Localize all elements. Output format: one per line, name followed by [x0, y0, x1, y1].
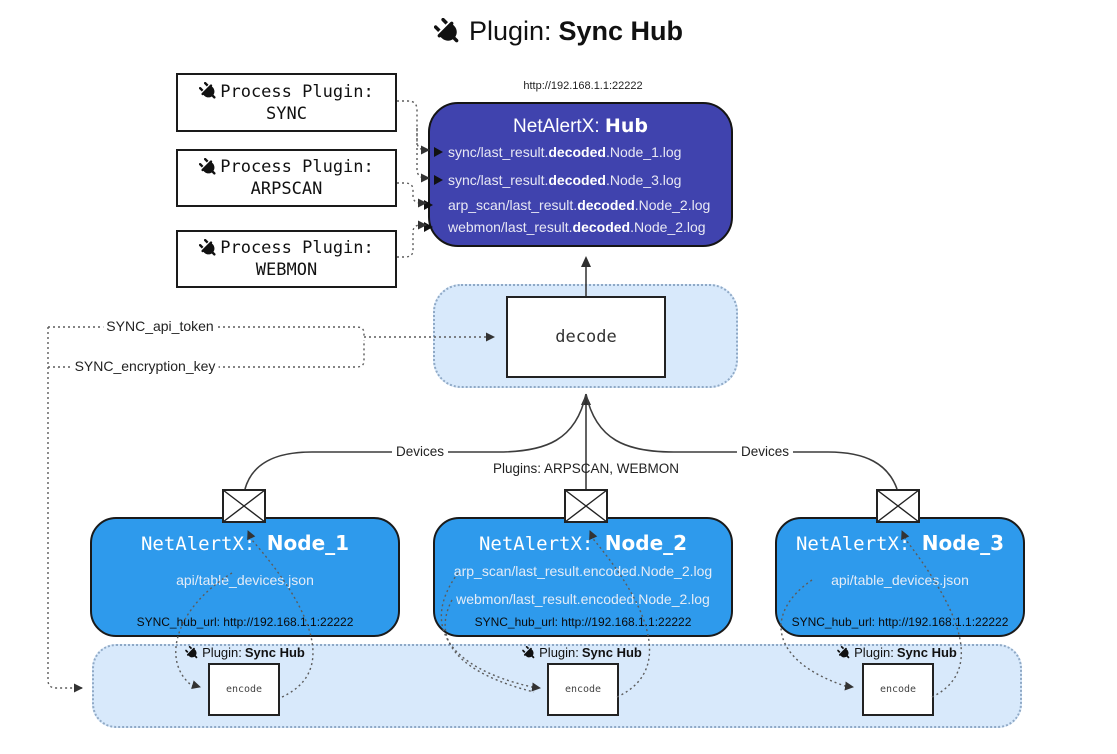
decode-label: decode [555, 327, 617, 347]
mini-plugin-label: Plugin: Sync Hub [522, 645, 642, 660]
encode-label: encode [225, 684, 263, 695]
hub-log-line: sync/last_result.decoded.Node_3.log [430, 170, 681, 190]
node-title: NetAlertX: Node_2 [478, 531, 688, 555]
node-3: NetAlertX: Node_3 api/table_devices.json… [775, 517, 1025, 637]
plug-icon [837, 645, 850, 658]
hub-log-line: webmon/last_result.decoded.Node_2.log [424, 217, 706, 237]
hub-url: http://192.168.1.1:22222 [523, 80, 643, 92]
plug-icon [199, 157, 216, 175]
hub-title-prefix: NetAlertX: [513, 116, 605, 137]
page-title-bold: Sync Hub [558, 16, 684, 46]
node-file: arp_scan/last_result.encoded.Node_2.log [453, 563, 713, 579]
edge-label-devices-right: Devices [736, 444, 794, 459]
arrow-right-icon [434, 175, 443, 185]
node-hub-url: SYNC_hub_url: http://192.168.1.1:22222 [791, 615, 1009, 629]
decode-box: decode [506, 296, 666, 378]
plug-icon [433, 17, 459, 42]
node-2: NetAlertX: Node_2 arp_scan/last_result.e… [433, 517, 733, 637]
encode-box: encode [208, 663, 280, 716]
page-title-text: Plugin: [468, 16, 552, 46]
node-file: api/table_devices.json [831, 572, 969, 588]
arrow-right-icon [434, 147, 443, 157]
process-plugin-arpscan: Process Plugin: ARPSCAN [176, 149, 397, 207]
arrow-right-icon [424, 200, 433, 210]
envelope-icon [876, 489, 920, 523]
node-title: NetAlertX: Node_1 [140, 531, 350, 555]
sync-api-token-label: SYNC_api_token [103, 318, 217, 334]
node-hub-url: SYNC_hub_url: http://192.168.1.1:22222 [136, 615, 354, 629]
process-plugin-name: WEBMON [255, 260, 318, 280]
hub-log-line: arp_scan/last_result.decoded.Node_2.log [424, 195, 710, 215]
process-plugin-label: Process Plugin: [220, 238, 374, 258]
edge-label-devices-left: Devices [391, 444, 449, 459]
node-file: api/table_devices.json [176, 572, 314, 588]
envelope-icon [222, 489, 266, 523]
envelope-icon [564, 489, 608, 523]
process-plugin-webmon: Process Plugin: WEBMON [176, 230, 397, 288]
arrow-right-icon [424, 222, 433, 232]
edge-label-plugins: Plugins: ARPSCAN, WEBMON [492, 461, 680, 476]
process-plugin-sync: Process Plugin: SYNC [176, 73, 397, 132]
plug-icon [185, 645, 198, 658]
node-hub-url: SYNC_hub_url: http://192.168.1.1:22222 [474, 615, 692, 629]
node-title: NetAlertX: Node_3 [795, 531, 1005, 555]
plug-icon [199, 238, 216, 256]
process-plugin-label: Process Plugin: [220, 157, 374, 177]
sync-encryption-key-label: SYNC_encryption_key [71, 358, 219, 374]
hub-log-line: sync/last_result.decoded.Node_1.log [430, 142, 681, 162]
encode-box: encode [547, 663, 619, 716]
encode-label: encode [879, 684, 917, 695]
process-plugin-name: ARPSCAN [250, 179, 323, 199]
mini-plugin-label: Plugin: Sync Hub [185, 645, 305, 660]
process-plugin-label: Process Plugin: [220, 81, 374, 102]
encode-box: encode [862, 663, 934, 716]
hub-title: NetAlertX: Hub [430, 115, 731, 138]
plug-icon [199, 82, 216, 99]
process-plugin-name: SYNC [266, 103, 307, 124]
page-title: Plugin: Sync Hub [0, 16, 1117, 47]
node-1: NetAlertX: Node_1 api/table_devices.json… [90, 517, 400, 637]
mini-plugin-label: Plugin: Sync Hub [837, 645, 957, 660]
node-file: webmon/last_result.encoded.Node_2.log [456, 591, 710, 607]
encode-label: encode [564, 684, 602, 695]
plug-icon [522, 645, 535, 658]
hub-title-bold: Hub [604, 115, 648, 137]
hub-node: NetAlertX: Hub sync/last_result.decoded.… [424, 102, 733, 247]
